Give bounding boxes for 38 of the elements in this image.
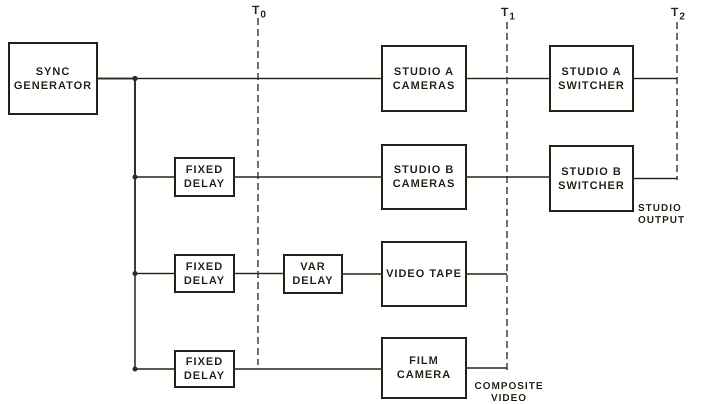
process-box xyxy=(549,45,634,112)
signal-line xyxy=(467,176,549,178)
box-label: VAR DELAY xyxy=(291,260,335,288)
process-box xyxy=(381,144,467,210)
box-label: FIXED DELAY xyxy=(182,260,226,288)
box-label: STUDIO A SWITCHER xyxy=(557,64,626,92)
process-box xyxy=(8,42,98,115)
box-label: FIXED DELAY xyxy=(182,355,226,383)
signal-line xyxy=(467,367,507,369)
signal-line xyxy=(235,368,381,370)
time-reference-label: T$_{0}$ xyxy=(252,4,267,22)
box-label: FIXED DELAY xyxy=(182,163,226,191)
box-label: STUDIO B SWITCHER xyxy=(557,164,626,192)
signal-line xyxy=(235,176,381,178)
process-box xyxy=(174,254,235,293)
time-reference-label: T$_{1}$ xyxy=(501,6,516,24)
box-label: SYNC GENERATOR xyxy=(12,64,94,92)
signal-line xyxy=(343,273,381,275)
signal-line xyxy=(634,78,677,80)
signal-line xyxy=(235,272,283,274)
process-box xyxy=(283,254,343,294)
output-label: COMPOSITE VIDEO xyxy=(473,381,544,404)
process-box xyxy=(381,241,467,307)
process-box xyxy=(174,157,235,197)
signal-line xyxy=(98,78,174,370)
box-label: STUDIO A CAMERAS xyxy=(392,64,456,92)
output-label: STUDIO OUTPUT xyxy=(638,203,686,227)
time-reference-label: T$_{2}$ xyxy=(671,6,686,24)
process-box xyxy=(381,45,467,112)
box-label: FILM CAMERA xyxy=(396,354,452,382)
signal-line xyxy=(634,178,677,180)
process-box xyxy=(174,350,235,388)
box-label: STUDIO B CAMERAS xyxy=(392,163,456,191)
signal-line xyxy=(467,273,507,275)
box-label: VIDEO TAPE xyxy=(386,267,462,281)
signal-line xyxy=(467,78,549,80)
process-box xyxy=(549,145,634,212)
process-box xyxy=(381,337,467,399)
